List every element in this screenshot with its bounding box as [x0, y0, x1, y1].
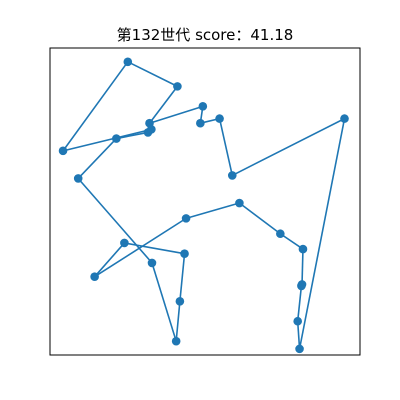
city-point	[181, 214, 191, 223]
route-segment	[77, 177, 153, 264]
city-point	[227, 171, 237, 180]
route-segment	[62, 128, 152, 152]
route-segment	[62, 61, 129, 152]
city-point	[196, 118, 205, 128]
route-segment	[149, 105, 204, 124]
route-segment	[298, 118, 346, 350]
route-segment	[296, 321, 301, 349]
city-point	[73, 174, 83, 183]
route-segment	[179, 253, 186, 302]
route-segment	[116, 131, 149, 140]
city-point	[276, 229, 285, 239]
city-point	[123, 57, 133, 67]
city-point	[171, 336, 181, 346]
city-point	[180, 249, 189, 258]
city-point	[198, 102, 208, 111]
city-point	[120, 238, 129, 248]
route-segment	[238, 202, 281, 235]
chart-title: 第132世代 score：41.18	[117, 26, 294, 44]
city-point	[295, 344, 304, 354]
city-point	[293, 316, 302, 326]
route-segment	[279, 233, 304, 250]
city-point	[90, 272, 99, 282]
route-segment	[148, 85, 179, 124]
route-segment	[231, 117, 345, 177]
city-point	[175, 296, 185, 306]
city-point	[215, 114, 224, 123]
route-segment	[175, 301, 181, 342]
route-segment	[218, 118, 234, 176]
series-layer	[58, 57, 349, 354]
city-point	[297, 280, 307, 289]
city-point	[112, 134, 121, 143]
plot-area	[49, 47, 361, 356]
city-point	[147, 258, 157, 268]
route-segment	[301, 249, 304, 285]
route-segment	[94, 217, 187, 278]
route-segment	[94, 242, 126, 278]
city-point	[235, 198, 244, 208]
city-point	[173, 82, 182, 91]
route-segment	[185, 202, 240, 220]
route-segment	[77, 138, 117, 180]
route-segment	[296, 285, 303, 322]
city-point	[147, 125, 156, 134]
city-point	[298, 244, 308, 254]
city-point	[340, 114, 349, 123]
route-segment	[124, 242, 185, 255]
route-segment	[127, 61, 178, 88]
route-segment	[151, 262, 177, 342]
city-point	[58, 146, 68, 156]
